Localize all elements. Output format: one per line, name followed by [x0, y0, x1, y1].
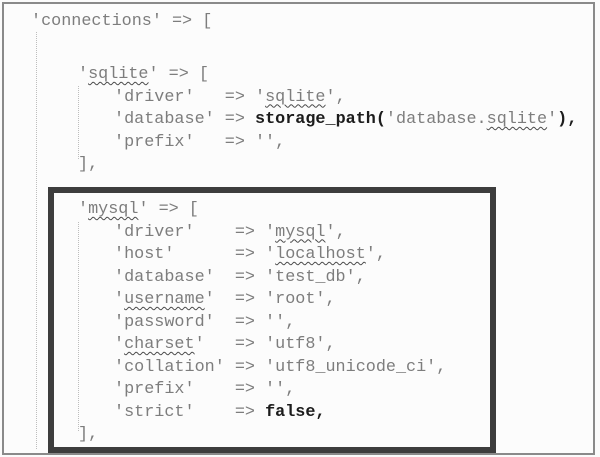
code-line: ],: [31, 424, 577, 447]
code-line: 'charset' => 'utf8',: [31, 334, 577, 357]
code-segment: 'database' => 'test_db',: [114, 267, 366, 287]
code-segment: ': [114, 290, 125, 309]
code-line: 'username' => 'root',: [31, 289, 577, 312]
code-segment: 'connections' => [: [31, 12, 213, 31]
code-line: 'connections' => [: [31, 11, 577, 34]
mysql-highlight-box: [48, 187, 496, 453]
misspelled-word: sqlite: [88, 65, 149, 84]
code-line: 'driver' => 'sqlite',: [31, 87, 577, 110]
bold-code-text: storage_path(: [255, 110, 386, 129]
code-block: 'connections' => ['sqlite' => ['driver' …: [31, 11, 577, 447]
code-segment: 'driver' => ': [114, 222, 276, 242]
code-line: 'sqlite' => [: [31, 64, 577, 87]
code-segment: ',: [325, 87, 346, 107]
code-segment: ' => 'utf8',: [194, 335, 336, 354]
code-segment: ',: [325, 222, 346, 242]
misspelled-word: mysql: [88, 200, 139, 219]
indent-guide-mysql-block: [78, 222, 79, 431]
misspelled-word: mysql: [275, 222, 326, 242]
code-segment: ],: [78, 425, 99, 444]
code-segment: ': [78, 200, 89, 219]
bold-code-text: false,: [265, 402, 326, 422]
code-segment: 'prefix' => '',: [114, 132, 286, 152]
code-segment: 'driver' => ': [114, 87, 266, 107]
code-segment: ': [78, 65, 89, 84]
misspelled-word: localhost: [275, 245, 366, 264]
code-segment: ' => [: [138, 200, 199, 219]
code-segment: ],: [78, 155, 99, 174]
code-line: [31, 34, 577, 57]
code-segment: ': [547, 110, 558, 129]
indent-guide-level-0: [36, 32, 37, 449]
code-line: 'driver' => 'mysql',: [31, 222, 577, 245]
code-segment: ' => 'root',: [204, 290, 336, 309]
code-line: 'host' => 'localhost',: [31, 244, 577, 267]
code-line: 'password' => '',: [31, 312, 577, 335]
misspelled-word: sqlite: [486, 110, 548, 129]
code-line: [31, 177, 577, 200]
code-segment: 'database.: [385, 110, 487, 129]
code-segment: 'strict' =>: [114, 402, 266, 422]
misspelled-word: charset: [124, 335, 195, 354]
code-segment: 'password' => '',: [114, 312, 296, 332]
code-segment: 'prefix' => '',: [114, 380, 296, 399]
code-line: 'mysql' => [: [31, 199, 577, 222]
code-line: 'collation' => 'utf8_unicode_ci',: [31, 357, 577, 380]
code-segment: ': [114, 335, 125, 354]
bold-code-text: ),: [557, 110, 578, 129]
misspelled-word: username: [124, 290, 205, 309]
code-segment: 'host' => ': [114, 245, 276, 264]
code-segment: 'collation' => 'utf8_unicode_ci',: [114, 357, 447, 377]
code-line: 'prefix' => '',: [31, 132, 577, 155]
code-segment: ' => [: [148, 65, 209, 84]
code-line: 'database' => storage_path('database.sql…: [31, 109, 577, 132]
code-segment: 'database' =>: [114, 110, 255, 129]
code-line: ],: [31, 154, 577, 177]
code-line: 'database' => 'test_db',: [31, 267, 577, 290]
indent-guide-sqlite-block: [78, 86, 79, 159]
code-snippet-frame: 'connections' => ['sqlite' => ['driver' …: [2, 2, 595, 455]
code-line: 'strict' => false,: [31, 402, 577, 425]
code-line: 'prefix' => '',: [31, 379, 577, 402]
misspelled-word: sqlite: [265, 87, 326, 107]
code-segment: ',: [365, 245, 386, 264]
